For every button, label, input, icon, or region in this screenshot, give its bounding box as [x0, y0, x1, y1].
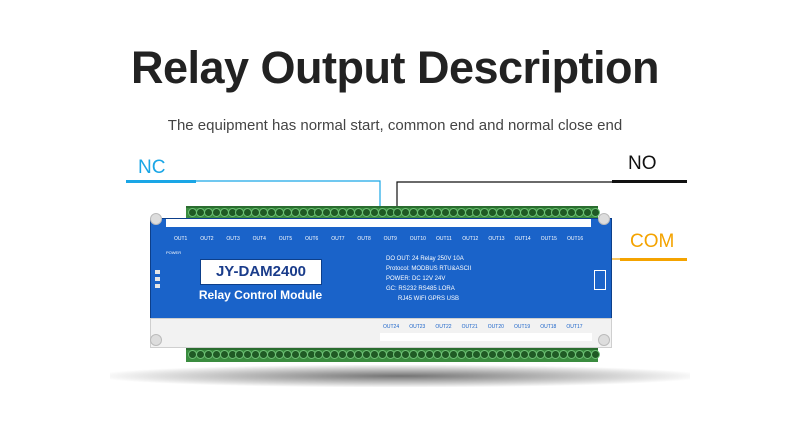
output-label: OUT6	[305, 236, 319, 242]
output-label: OUT2	[200, 236, 214, 242]
no-underline	[612, 180, 687, 183]
page-subtitle: The equipment has normal start, common e…	[167, 117, 623, 134]
spec-gc: GC: RS232 RS485 LORA	[386, 286, 455, 292]
nc-underline	[126, 180, 196, 183]
output-label: OUT9	[383, 236, 397, 242]
mount-ear-bottom-right	[598, 334, 610, 346]
output-label: OUT13	[488, 236, 505, 242]
output-label: OUT20	[487, 324, 504, 330]
page-title: Relay Output Description	[130, 42, 660, 93]
output-label: OUT3	[226, 236, 240, 242]
output-label: OUT1	[174, 236, 188, 242]
output-label: OUT7	[331, 236, 345, 242]
output-label: OUT23	[409, 324, 426, 330]
output-label: OUT15	[540, 236, 557, 242]
spec-power: POWER: DC 12V 24V	[386, 276, 446, 282]
top-pin-number-row	[166, 219, 591, 227]
model-name: JY-DAM2400	[200, 259, 322, 285]
mount-ear-top-right	[598, 213, 610, 225]
status-led	[155, 284, 160, 288]
status-led	[155, 270, 160, 274]
output-label: OUT17	[566, 324, 583, 330]
nc-label: NC	[138, 157, 166, 178]
output-label: OUT24	[383, 324, 400, 330]
output-label: OUT4	[252, 236, 266, 242]
com-underline	[620, 258, 687, 261]
output-label: OUT14	[514, 236, 531, 242]
output-label: OUT16	[567, 236, 584, 242]
com-label: COM	[630, 231, 675, 252]
device-shadow	[110, 365, 690, 387]
bottom-pin-number-row	[380, 333, 592, 341]
power-indicator-label: POWER	[166, 250, 182, 255]
output-label: OUT21	[461, 324, 478, 330]
output-label: OUT8	[357, 236, 371, 242]
module-name: Relay Control Module	[198, 288, 323, 302]
status-led	[155, 277, 160, 281]
output-label: OUT5	[278, 236, 293, 242]
output-label: OUT22	[435, 324, 452, 330]
mount-ear-bottom-left	[150, 334, 162, 346]
output-label: OUT10	[409, 236, 426, 242]
output-label: OUT18	[540, 324, 557, 330]
spec-gc2: RJ45 WIFI GPRS USB	[398, 296, 460, 302]
output-label: OUT11	[436, 236, 452, 242]
terminal-screw	[590, 208, 600, 217]
terminal-screw	[590, 350, 600, 359]
spec-protocol: Protocol: MODBUS RTU&ASCII	[386, 266, 472, 272]
spec-do-out: DO OUT: 24 Relay 250V 10A	[386, 256, 464, 262]
output-label: OUT12	[462, 236, 479, 242]
output-label: OUT19	[514, 324, 531, 330]
mount-ear-top-left	[150, 213, 162, 225]
nc-leader	[196, 180, 381, 212]
no-label: NO	[628, 153, 657, 174]
no-leader	[396, 181, 612, 212]
usb-port-icon	[594, 270, 606, 290]
